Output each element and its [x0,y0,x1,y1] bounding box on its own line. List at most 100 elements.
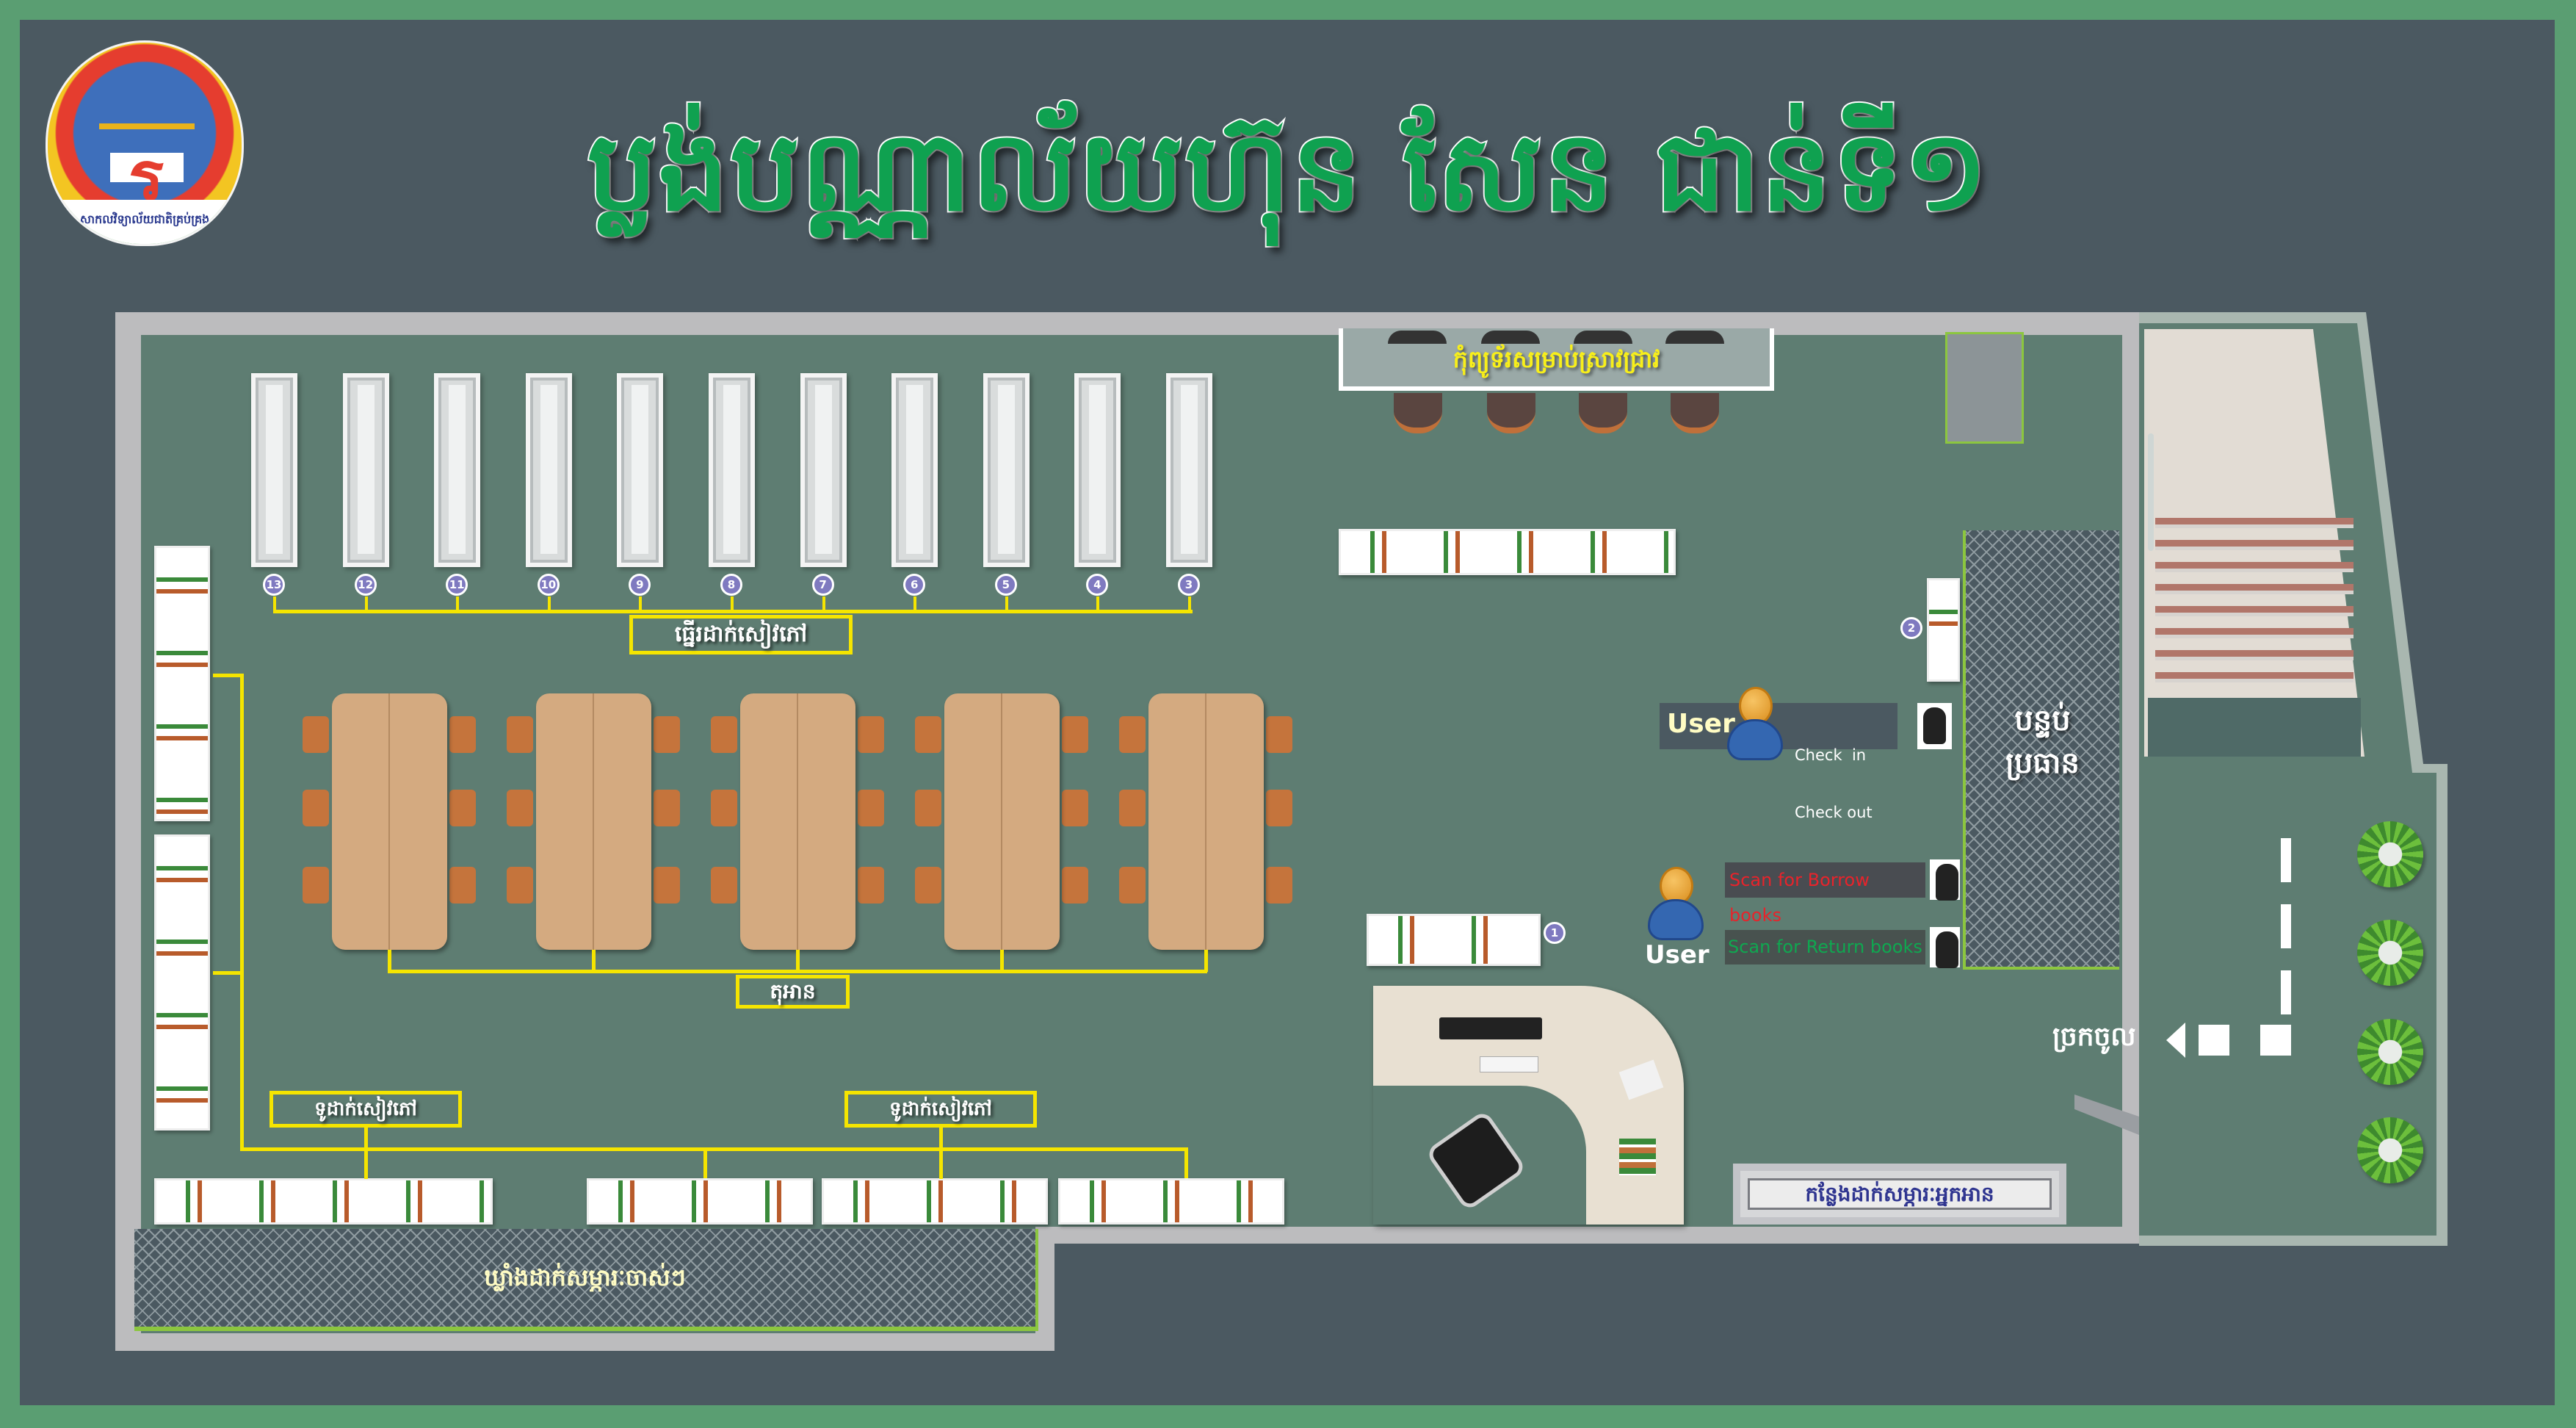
shelf-bracket-tick [364,596,368,611]
bookcase-bottom [1058,1178,1284,1225]
bookcase-bottom [822,1178,1048,1225]
chair-icon [654,716,680,753]
left-cabinet-tick [213,971,242,975]
bookshelf-6 [891,373,938,567]
chair-icon [1266,790,1292,826]
shelf-bracket-tick [1096,596,1100,611]
shelf-number-badge: 13 [263,574,285,596]
chair-icon [449,716,476,753]
stair-step [2155,628,2354,638]
user-icon [1646,867,1705,940]
bookcase-small-1 [1367,914,1541,966]
chair-icon [303,790,329,826]
chair-icon [915,867,941,904]
chair-icon [449,790,476,826]
reading-table [740,693,855,950]
shelf-number-badge: 12 [354,574,377,596]
shelf-bracket-tick [273,596,276,611]
chair-icon [449,867,476,904]
entrance-path-line [2281,838,2291,1029]
shelf-number-badge: 10 [537,574,560,596]
shelf-bracket-line [273,610,1193,613]
chair-icon [711,867,737,904]
chair-icon [654,867,680,904]
cabinet-bracket-tick [703,1147,707,1178]
left-cabinet-tick [213,674,242,677]
scan-borrow-label: Scan for Borrow books [1725,862,1925,926]
bookcase-badge-1: 1 [1544,922,1566,944]
chair-icon [303,716,329,753]
left-cabinet-line [240,674,244,1151]
bookshelf-3 [1166,373,1212,567]
director-room[interactable]: បន្ទប់ ប្រធាន [1963,530,2119,970]
table-bracket-line [388,970,1207,973]
entrance-label: ច្រកចូល [2052,1022,2136,1052]
monitor-icon [1665,331,1724,344]
stair-landing [2148,698,2361,757]
bookshelf-9 [617,373,664,567]
shelf-bracket-tick [731,596,734,611]
stool-icon [1671,393,1719,433]
cabinet-bracket-tick [364,1128,368,1179]
stair-step [2155,518,2354,528]
chair-icon [1062,790,1088,826]
table-bracket-tick [592,950,596,972]
shelf-bracket-tick [822,596,825,611]
shelf-label: ធ្នើរដាក់សៀវភៅ [629,615,853,654]
chair-icon [1266,867,1292,904]
bookcase-left-lower [154,834,210,1130]
bookcase-bottom [154,1178,493,1225]
reader-storage-sign: កន្លែងដាក់សម្ភារៈអ្នកអាន [1733,1164,2066,1225]
cabinet-bracket-tick [939,1128,943,1179]
barcode-scanner-icon [1917,703,1952,749]
checkin-panel: User Check in Check out [1660,703,1897,821]
cabinet-label-left: ទូដាក់សៀវភៅ [269,1091,462,1128]
bookshelf-8 [709,373,755,567]
stair-step [2155,606,2354,616]
plant-icon [2357,920,2423,986]
books-stack-icon [1619,1139,1656,1175]
reading-table [332,693,447,950]
storage-room: ឃ្លាំងដាក់សម្ភារៈចាស់ៗ [134,1229,1038,1331]
cabinet-bracket-tick [1184,1147,1188,1178]
chair-icon [915,716,941,753]
stool-icon [1579,393,1627,433]
shelf-number-badge: 6 [903,574,926,596]
chair-icon [711,790,737,826]
checkin-user-label: User [1667,709,1735,739]
monitor-icon [1439,1017,1542,1039]
chair-icon [858,716,884,753]
chair-icon [858,790,884,826]
bookshelf-10 [525,373,572,567]
cabinet-bracket-line [242,1147,1187,1151]
scale-emblem [99,123,195,175]
reading-table [536,693,651,950]
stool-icon [1394,393,1442,433]
bookcase-bottom [587,1178,813,1225]
shelf-number-badge: 3 [1178,574,1200,596]
monitor-icon [1481,331,1540,344]
university-logo: ร សាកលវិទ្យាល័យជាតិគ្រប់គ្រង [46,40,244,246]
chair-icon [1266,716,1292,753]
barcode-scanner-icon [1930,927,1960,968]
bookshelf-7 [800,373,847,567]
scan-user-label: User [1645,940,1710,970]
stair-step [2155,540,2354,550]
table-bracket-tick [796,950,800,972]
stair-step [2155,584,2354,594]
chair-icon [507,790,533,826]
bookshelf-12 [342,373,389,567]
bookcase-center [1339,529,1676,575]
table-label: តុអាន [736,975,850,1009]
director-room-label-2: ប្រធាន [2005,746,2080,780]
bookcase-badge-2: 2 [1900,617,1922,639]
shelf-number-badge: 4 [1086,574,1109,596]
chair-icon [915,790,941,826]
reading-table [1148,693,1264,950]
shelf-bracket-tick [913,596,917,611]
reading-table [944,693,1060,950]
bookshelf-13 [251,373,297,567]
plant-icon [2357,1019,2423,1085]
entrance-marker [2199,1025,2229,1056]
bookshelf-5 [983,373,1030,567]
